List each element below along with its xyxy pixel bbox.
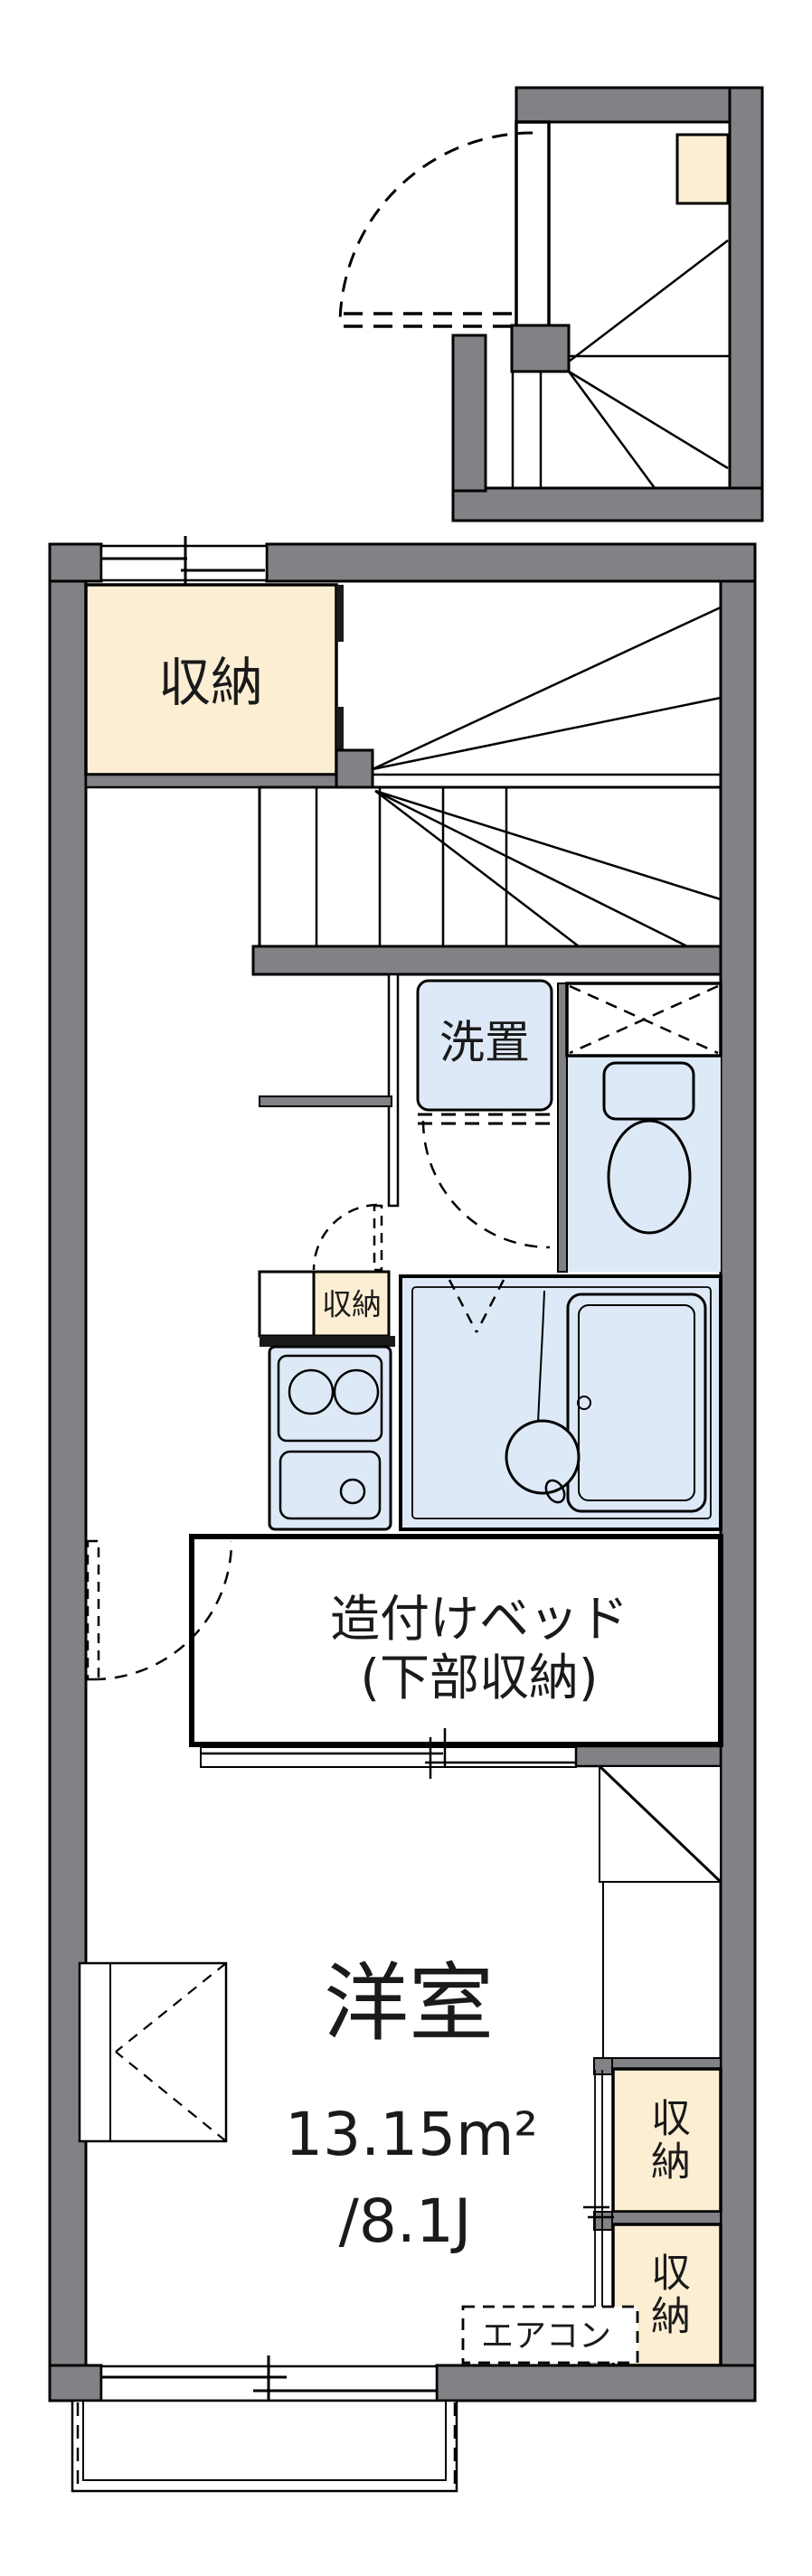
- bath-drain-icon: [544, 1479, 566, 1504]
- stove-burner-left-icon: [288, 1368, 335, 1415]
- bathtub-icon: [566, 1293, 707, 1513]
- stove-burner-right-icon: [333, 1368, 380, 1415]
- sink-drain-icon: [339, 1478, 366, 1505]
- terrace-outline: [71, 2399, 458, 2493]
- entrance-door-swing-arc: [338, 131, 533, 326]
- winder-treads-upper: [372, 606, 722, 776]
- winder-stair-treads: [511, 240, 730, 489]
- bottom-sliding-window: [99, 2355, 439, 2411]
- top-block-north-wall: [515, 86, 764, 124]
- label-washer-space: 洗置: [439, 1016, 530, 1069]
- main-east-wall: [719, 542, 757, 2402]
- label-right-storage-bottom: 収納: [643, 2252, 690, 2338]
- stove-icon: [277, 1354, 383, 1443]
- storage-door-swing-arc: [312, 1203, 378, 1271]
- bay-casement-window: [78, 1961, 228, 2143]
- kitchen-top-wall: [260, 1336, 395, 1347]
- kitchen-unit: [268, 1345, 392, 1531]
- label-bedroom-area-tatami: /8.1J: [338, 2186, 472, 2257]
- label-hall-storage: 収納: [322, 1286, 382, 1322]
- label-bedroom-area-m2: 13.15m²: [285, 2100, 538, 2170]
- storage-partition-lower: [336, 707, 344, 750]
- bed-front-sliding-panel: [200, 1728, 577, 1779]
- main-south-wall-right: [435, 2364, 757, 2402]
- toilet-partition: [557, 982, 568, 1273]
- built-in-bed: [189, 1534, 723, 1747]
- bedroom-door-swing-arc: [92, 1540, 233, 1681]
- entrance-door: [515, 120, 551, 330]
- straight-stair-treads: [258, 787, 722, 948]
- right-storage-top-box: [611, 2067, 722, 2214]
- storage-main-room: [84, 583, 338, 776]
- top-sliding-window: [99, 536, 269, 591]
- washroom-door-swing-arc: [421, 1120, 551, 1249]
- label-main-storage: 収納: [157, 651, 264, 713]
- stair-bottom-wall: [251, 945, 722, 976]
- main-block: [48, 536, 757, 2493]
- bed-side-wall-stub: [574, 1744, 722, 1768]
- toilet-icon: [602, 1061, 695, 1235]
- upper-stair-block: [338, 86, 764, 522]
- aircon-box: [461, 2305, 639, 2364]
- bath-washbowl-icon: [505, 1419, 581, 1495]
- main-staircase: [251, 606, 722, 976]
- closet-mid-band-cap: [593, 2211, 613, 2231]
- bath-folding-door-icon: [448, 1279, 505, 1333]
- washroom-west-partition: [387, 973, 400, 1208]
- storage-bottom-wall: [84, 773, 338, 789]
- unit-bathroom: [399, 1274, 722, 1531]
- bedroom-door-leaf: [86, 1539, 100, 1681]
- overhead-shelf-dashed-x: [565, 982, 722, 1058]
- stair-newel-post: [510, 324, 571, 373]
- top-block-west-wall: [451, 334, 487, 493]
- main-north-wall-left: [48, 542, 103, 583]
- top-block-south-wall: [451, 486, 764, 522]
- main-north-wall-right: [265, 542, 757, 583]
- closet-top-band-cap: [593, 2057, 613, 2075]
- label-built-in-bed: 造付けベッド (下部収納): [329, 1590, 629, 1706]
- sink-icon: [279, 1450, 382, 1520]
- hall-wall-stub: [259, 1095, 392, 1107]
- label-right-storage-top: 収納: [643, 2097, 690, 2184]
- shoe-cabinet: [675, 133, 730, 205]
- storage-partition-upper: [336, 585, 344, 642]
- fridge-space: [258, 1270, 316, 1338]
- label-bedroom-name: 洋室: [323, 1954, 495, 2054]
- label-aircon: エアコン: [480, 2317, 612, 2355]
- storage-door-leaf: [373, 1204, 383, 1272]
- washer-space: [416, 979, 553, 1112]
- main-south-wall-left: [48, 2364, 103, 2402]
- diagonal-marked-shelf: [598, 1764, 722, 1884]
- main-stair-newel-post: [335, 748, 374, 789]
- top-block-east-wall: [728, 86, 764, 522]
